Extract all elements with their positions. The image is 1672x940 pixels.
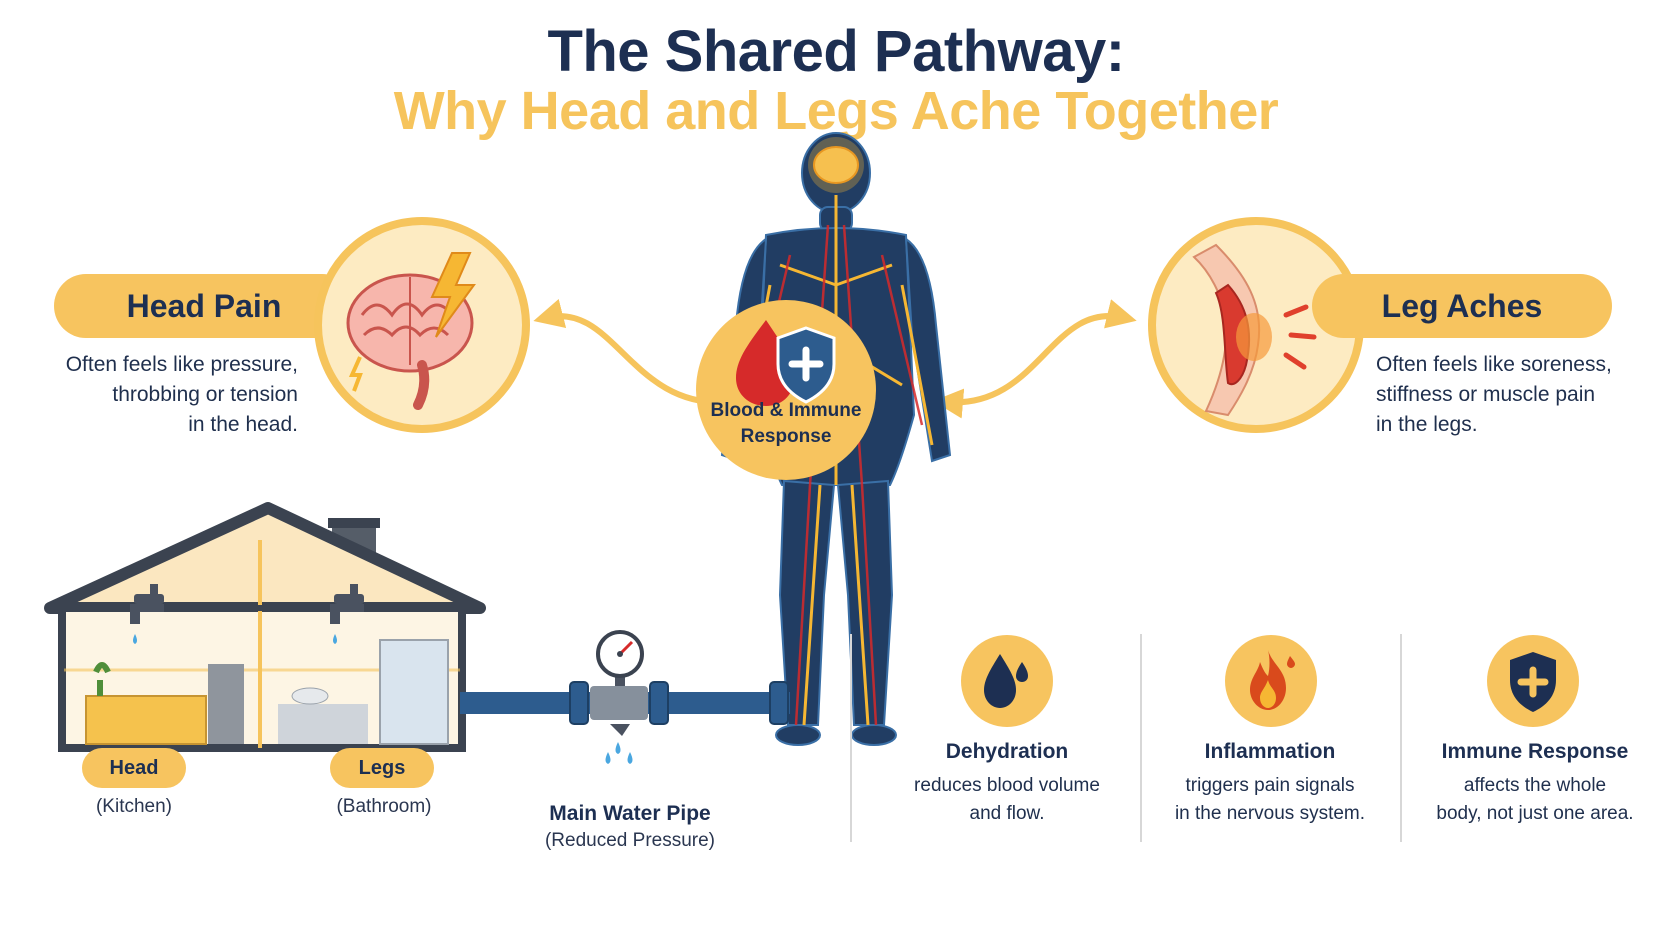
house-illustration	[44, 502, 486, 752]
water-drops-icon	[961, 635, 1053, 727]
pipe-label: Main Water Pipe	[549, 802, 711, 825]
head-pain-description: Often feels like pressure, throbbing or …	[65, 353, 298, 436]
faucet-icon	[130, 584, 364, 624]
factor-desc: reduces blood volume and flow.	[914, 775, 1100, 824]
kitchen-sub: (Kitchen)	[95, 796, 173, 817]
factor-desc: affects the whole body, not just one are…	[1436, 775, 1634, 824]
arrow-legs-to-center	[933, 299, 1137, 419]
factor-title: Inflammation	[1204, 740, 1336, 763]
main-water-pipe	[460, 630, 790, 764]
bathroom-sub: (Bathroom)	[336, 796, 432, 817]
page-title: The Shared Pathway:	[547, 19, 1125, 84]
head-kitchen-label: Head	[82, 748, 186, 788]
head-pain-label: Head Pain	[54, 274, 354, 338]
divider	[850, 634, 852, 842]
leg-muscle-icon	[1148, 217, 1364, 433]
arrow-head-to-center	[533, 299, 742, 419]
flame-icon	[1225, 635, 1317, 727]
divider	[1400, 634, 1402, 842]
factor-title: Immune Response	[1441, 740, 1629, 763]
pressure-gauge-icon	[596, 630, 644, 678]
page-subtitle: Why Head and Legs Ache Together	[393, 81, 1279, 141]
leg-aches-label: Leg Aches	[1312, 274, 1612, 338]
divider	[1140, 634, 1142, 842]
legs-bathroom-label: Legs	[330, 748, 434, 788]
pipe-sub: (Reduced Pressure)	[544, 830, 716, 851]
blood-immune-circle	[696, 300, 876, 480]
brain-lightning-icon	[314, 217, 530, 433]
factor-title: Dehydration	[945, 740, 1069, 763]
blood-immune-label: Blood & Immune Response	[710, 400, 862, 447]
leg-aches-description: Often feels like soreness, stiffness or …	[1376, 353, 1612, 436]
shield-plus-icon	[1487, 635, 1579, 727]
factor-desc: triggers pain signals in the nervous sys…	[1174, 775, 1366, 824]
